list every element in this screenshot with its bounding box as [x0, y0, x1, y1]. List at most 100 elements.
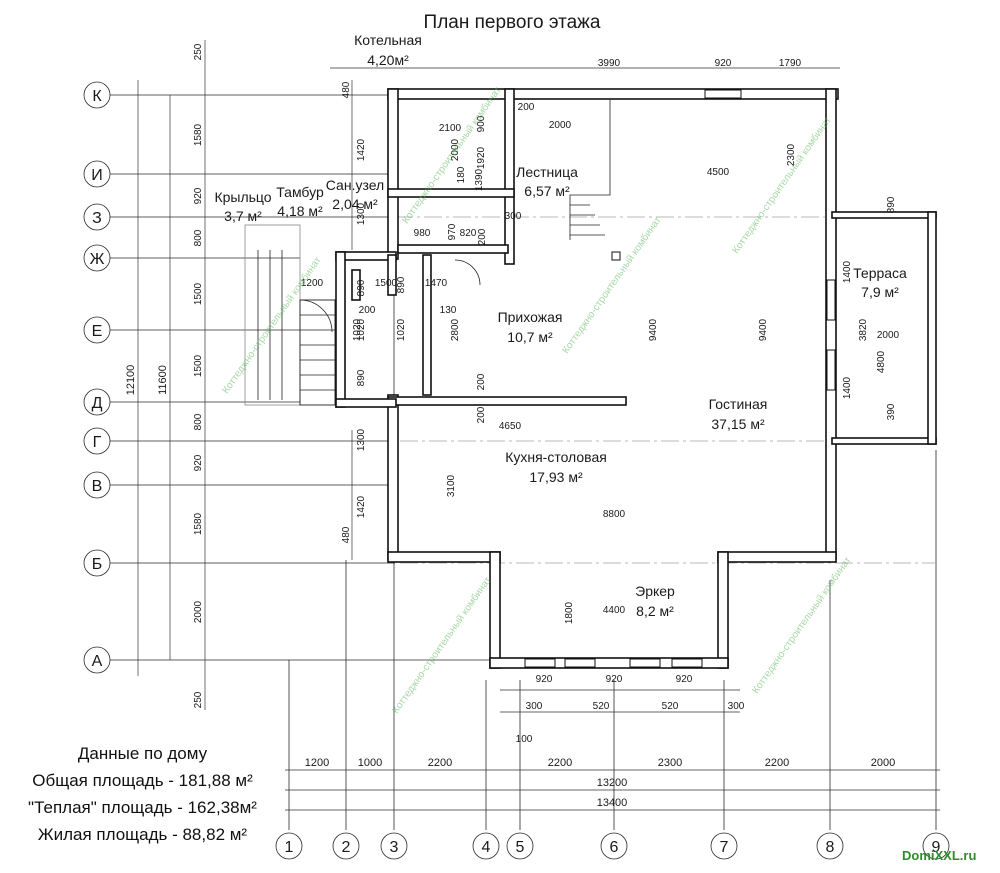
dimension-label: 980: [414, 228, 431, 239]
dimension-label: 200: [518, 102, 535, 113]
dimension-label: 520: [662, 701, 679, 712]
house-summary: Данные по дому Общая площадь - 181,88 м²…: [0, 740, 285, 848]
dimension-label: 2000: [193, 600, 204, 623]
room-name-bathroom: Сан.узел: [326, 177, 384, 193]
axis-marker-6: 6: [600, 832, 628, 860]
dimension-label: 1300: [356, 428, 367, 451]
dimension-label: А: [92, 653, 103, 670]
plan-title: План первого этажа: [424, 12, 601, 33]
room-area-porch: 3,7 м²: [224, 208, 262, 224]
dimension-label: 920: [193, 454, 204, 471]
dimension-label: 4650: [499, 421, 522, 432]
dimension-label: 890: [356, 369, 367, 386]
dimension-label: 9400: [648, 318, 659, 341]
dimension-label: 890: [886, 196, 897, 213]
room-area-terrace: 7,9 м²: [861, 284, 899, 300]
dimension-label: 1390: [474, 168, 485, 191]
room-name-erker: Эркер: [635, 583, 675, 599]
dimension-label: 920: [715, 58, 732, 69]
dimension-label: 9: [932, 839, 941, 856]
dimension-label: 1020: [356, 318, 367, 341]
dimension-label: 1470: [425, 278, 448, 289]
room-name-stairs: Лестница: [516, 164, 578, 180]
dimension-label: 7: [720, 839, 729, 856]
dimension-label: 2800: [450, 318, 461, 341]
top-dimension-labels: 3990 920 1790: [598, 58, 802, 69]
dimension-label: 1020: [352, 318, 363, 341]
dimension-label: 2000: [549, 120, 572, 131]
dimension-label: 1200: [301, 278, 324, 289]
dimension-label: З: [92, 210, 102, 227]
room-name-hall: Прихожая: [498, 309, 563, 325]
dimension-label: 11600: [157, 365, 169, 395]
dimension-label: 2300: [658, 757, 682, 769]
left-dimension-lines: [137, 40, 353, 710]
dimension-label: 4400: [603, 605, 626, 616]
axis-marker-I: И: [83, 160, 111, 188]
axis-marker-E: Е: [83, 316, 111, 344]
axis-marker-Zh: Ж: [83, 244, 111, 272]
bottom-dimension-labels: 1200 1000 2200 2200 2300 2200 2000 13200…: [305, 757, 895, 809]
room-area-vestibule: 4,18 м²: [277, 203, 323, 219]
row-axis-markers: К И З Ж Е Д Г В Б А: [83, 81, 111, 674]
dimension-label: 1580: [193, 123, 204, 146]
dimension-label: 390: [886, 403, 897, 420]
dimension-label: 3: [390, 839, 399, 856]
dimension-label: 250: [193, 43, 204, 60]
dimension-label: 3100: [446, 474, 457, 497]
room-area-erker: 8,2 м²: [636, 603, 674, 619]
dimension-label: 200: [359, 305, 376, 316]
column-axis-markers: 1 2 3 4 5 6 7 8 9: [275, 832, 950, 860]
dimension-label: 4: [482, 839, 491, 856]
dimension-label: 1500: [375, 278, 398, 289]
left-dimension-labels: 12100 11600 250 1580 920 800 1500 1500 8…: [125, 43, 367, 708]
dimension-label: 2000: [877, 330, 900, 341]
dimension-label: 1420: [356, 495, 367, 518]
dimension-label: 200: [476, 406, 487, 423]
dimension-label: 3990: [598, 58, 621, 69]
dimension-label: Е: [92, 323, 103, 340]
porch-stairs: [244, 224, 336, 406]
axis-marker-2: 2: [332, 832, 360, 860]
dimension-label: 890: [356, 279, 367, 296]
dimension-label: К: [92, 88, 102, 105]
room-name-boiler: Котельная: [354, 32, 422, 48]
dimension-label: 2000: [450, 138, 461, 161]
dimension-label: 2: [342, 839, 351, 856]
dimension-label: 1300: [356, 202, 367, 225]
dimension-label: Г: [93, 434, 102, 451]
dimension-label: 2200: [548, 757, 572, 769]
dimension-label: 3820: [858, 318, 869, 341]
interior-dimension-labels: 2100 900 200 2000 4500 2300 2000 180 139…: [301, 102, 900, 745]
dimension-label: 200: [476, 373, 487, 390]
dimension-label: 180: [456, 166, 467, 183]
dimension-label: 1000: [358, 757, 382, 769]
dimension-label: 6: [610, 839, 619, 856]
dimension-label: 920: [193, 187, 204, 204]
dimension-label: 2100: [439, 123, 462, 134]
room-area-boiler: 4,20м²: [367, 52, 409, 68]
axis-marker-8: 8: [816, 832, 844, 860]
dimension-label: 300: [526, 701, 543, 712]
dimension-label: 920: [676, 674, 693, 685]
dimension-label: 480: [341, 81, 352, 98]
room-name-terrace: Терраса: [853, 265, 907, 281]
bottom-dimension-lines: [285, 67, 940, 811]
dimension-label: 9400: [758, 318, 769, 341]
dimension-label: 300: [728, 701, 745, 712]
axis-marker-7: 7: [710, 832, 738, 860]
dimension-label: 900: [476, 115, 487, 132]
summary-heading: Данные по дому: [77, 744, 208, 763]
axis-marker-5: 5: [506, 832, 534, 860]
axis-marker-3: 3: [380, 832, 408, 860]
dimension-label: 1020: [396, 318, 407, 341]
dimension-label: 970: [447, 223, 458, 240]
room-name-living: Гостиная: [709, 396, 768, 412]
summary-total-area: Общая площадь - 181,88 м²: [32, 771, 253, 790]
summary-warm-area: "Теплая" площадь - 162,38м²: [28, 798, 257, 817]
axis-marker-4: 4: [472, 832, 500, 860]
axis-marker-1: 1: [275, 832, 303, 860]
dimension-label: 4800: [876, 350, 887, 373]
dimension-label: В: [92, 478, 103, 495]
